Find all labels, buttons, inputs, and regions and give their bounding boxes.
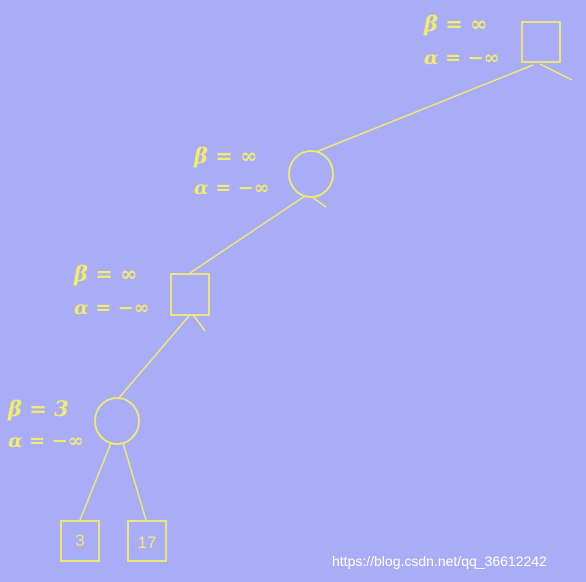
leaf-value-left: 3 [75,531,85,550]
max-node-root [521,21,561,63]
alpha-label-level3: α = −∞ [8,430,84,452]
edge-max2-to-min3 [117,315,190,400]
alpha-label-root: α = −∞ [424,47,500,69]
alpha-label-level1: α = −∞ [194,177,270,199]
beta-label-level1: β = ∞ [194,143,258,168]
beta-label-root: β = ∞ [424,11,488,36]
beta-label-level3: β = 3 [8,396,69,421]
leaf-node-right [127,520,167,562]
edge-root-to-min1 [315,64,534,153]
edge-min3-to-leaf-left [79,442,112,521]
stub-max2-branch [193,315,206,332]
max-node-level2 [170,273,210,316]
alpha-label-level2: α = −∞ [74,297,150,319]
min-node-level3 [94,397,140,445]
beta-label-level2: β = ∞ [74,261,138,286]
stub-min1-branch [311,196,327,208]
edge-min3-to-leaf-right [122,442,147,521]
min-node-level1 [288,150,334,198]
leaf-node-left [60,520,100,562]
edge-min1-to-max2 [189,195,306,274]
stub-root-branch [539,63,573,81]
watermark-text: https://blog.csdn.net/qq_36612242 [332,553,547,569]
leaf-value-right: 17 [137,533,157,552]
